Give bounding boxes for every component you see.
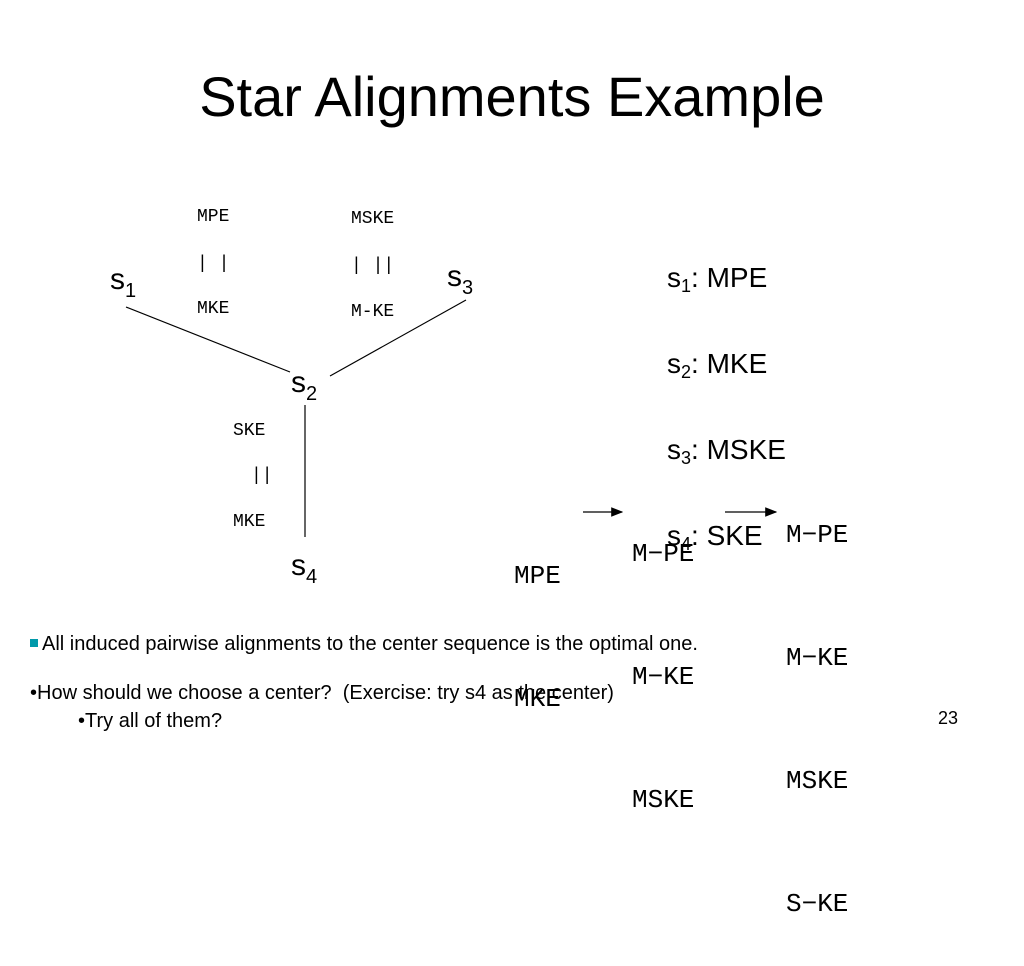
star-tree-lines bbox=[125, 299, 778, 537]
sequence-s3: s3: MSKE bbox=[667, 434, 786, 468]
pair-s4-s2-match: || bbox=[251, 466, 273, 486]
node-s4: s4 bbox=[291, 549, 318, 588]
pair-s3-s2-bottom: M-KE bbox=[351, 302, 395, 322]
bullet-square-icon bbox=[30, 639, 38, 647]
sequence-s2: s2: MKE bbox=[667, 348, 768, 382]
step1-row: MPE bbox=[514, 561, 561, 591]
step3-row: M−KE bbox=[786, 643, 849, 673]
pair-s3-s2-match: | || bbox=[351, 256, 395, 276]
sequence-s1: s1: MPE bbox=[667, 262, 768, 296]
node-s2: s2 bbox=[291, 366, 318, 405]
alignment-step-2: M−PE M−KE MSKE bbox=[632, 452, 694, 862]
node-s3: s3 bbox=[447, 260, 474, 299]
bullet-text: All induced pairwise alignments to the c… bbox=[42, 633, 698, 655]
alignment-step-3: M−PE M−KE MSKE S−KE bbox=[786, 433, 848, 966]
pair-s4-s2-bottom: MKE bbox=[233, 512, 266, 532]
slide-title: Star Alignments Example bbox=[199, 65, 825, 128]
step2-row: MSKE bbox=[632, 785, 695, 815]
edge-s3-s2 bbox=[329, 299, 467, 377]
pair-s1-s2-top: MPE bbox=[197, 207, 230, 227]
pair-s4-s2-top: SKE bbox=[233, 421, 266, 441]
step2-row: M−KE bbox=[632, 662, 695, 692]
bullet-induced-alignments: All induced pairwise alignments to the c… bbox=[30, 633, 698, 656]
node-s1: s1 bbox=[110, 263, 137, 302]
step2-row: M−PE bbox=[632, 539, 695, 569]
step3-row: M−PE bbox=[786, 520, 849, 550]
bullet-try-all: •Try all of them? bbox=[78, 710, 223, 732]
edge-s1-s2 bbox=[125, 306, 291, 373]
pair-s1-s2-bottom: MKE bbox=[197, 299, 230, 319]
slide-number: 23 bbox=[938, 708, 959, 728]
step3-row: S−KE bbox=[786, 889, 849, 919]
pair-s3-s2-top: MSKE bbox=[351, 209, 395, 229]
pair-s1-s2-match: | | bbox=[197, 254, 230, 274]
sequence-list: s1: MPE s2: MKE s3: MSKE s4: SKE bbox=[667, 221, 786, 583]
step1-row: MKE bbox=[514, 684, 561, 714]
bullet-choose-center: •How should we choose a center? (Exercis… bbox=[30, 682, 614, 704]
step3-row: MSKE bbox=[786, 766, 849, 796]
sequence-s4: s4: SKE bbox=[667, 520, 763, 554]
alignment-step-1: MPE MKE bbox=[514, 474, 561, 761]
